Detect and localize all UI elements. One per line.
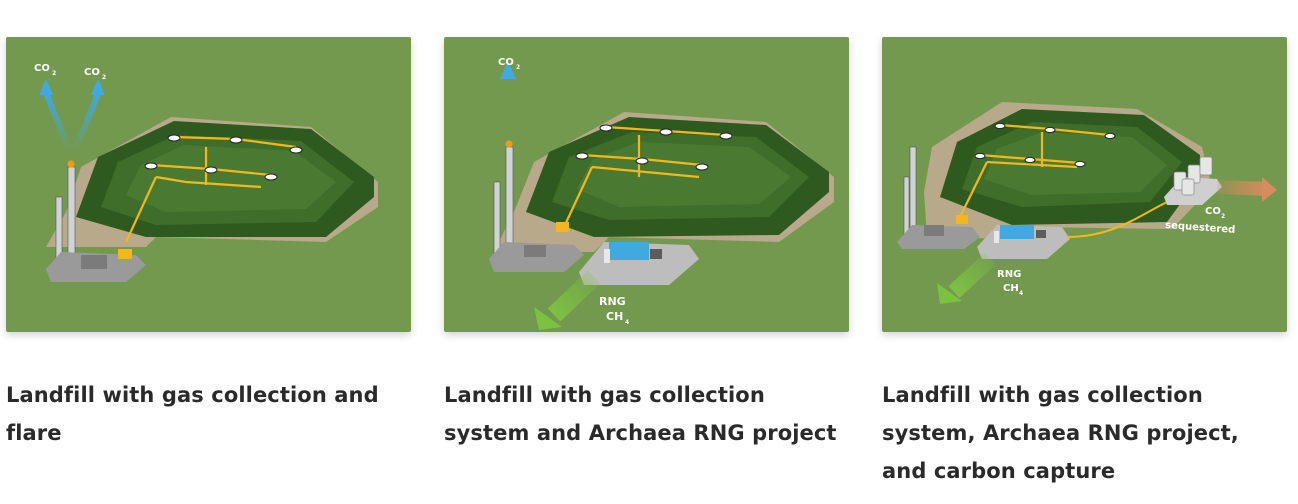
rng-tank-1 bbox=[994, 231, 999, 243]
card-caption: Landfill with gas collection system, Arc… bbox=[882, 383, 1239, 483]
landfill-top bbox=[126, 145, 336, 212]
co2-label-right: CO bbox=[84, 67, 100, 78]
card-row: CO 2 CO 2 Landfill with gas collection a… bbox=[6, 37, 1287, 490]
co2-label: CO bbox=[498, 57, 514, 68]
gas-wells bbox=[575, 124, 733, 171]
gas-wells bbox=[974, 122, 1116, 168]
sequestered-label: sequestered bbox=[1165, 220, 1236, 236]
rng-plant-building bbox=[609, 242, 649, 260]
illustration-rng: CO 2 RNG CH 4 bbox=[444, 37, 849, 332]
flare-flame bbox=[67, 160, 75, 168]
ch4-label: CH bbox=[606, 310, 623, 323]
card-carbon-capture: CO 2 sequestered RNG CH 4 Landfill with … bbox=[882, 37, 1287, 490]
card-caption: Landfill with gas collection and flare bbox=[6, 383, 379, 445]
sequestered-arrowhead bbox=[1262, 177, 1277, 202]
flare-flame bbox=[505, 140, 513, 148]
landfill-rng-diagram: CO 2 RNG CH 4 bbox=[489, 57, 834, 330]
co2-sub-right: 2 bbox=[102, 74, 106, 81]
co2-arrowhead bbox=[500, 61, 516, 79]
card-rng: CO 2 RNG CH 4 Landfill with gas collecti… bbox=[444, 37, 849, 490]
co2-label: CO bbox=[1205, 206, 1221, 217]
blower-unit bbox=[956, 215, 968, 224]
rng-tank-1 bbox=[604, 249, 610, 263]
co2-sub: 2 bbox=[516, 64, 520, 71]
gas-pipes bbox=[125, 135, 297, 243]
equipment-pad bbox=[897, 225, 980, 249]
rng-unit bbox=[1036, 230, 1046, 238]
flare-stack bbox=[505, 146, 514, 258]
equipment-box bbox=[924, 225, 944, 236]
illustration-flare: CO 2 CO 2 bbox=[6, 37, 411, 332]
co2-pipe bbox=[1066, 201, 1168, 238]
equipment-box bbox=[524, 245, 546, 257]
sequestered-arrow bbox=[1216, 180, 1268, 196]
landfill-flare-diagram: CO 2 CO 2 bbox=[34, 63, 378, 282]
ch4-label: CH bbox=[1003, 283, 1019, 294]
rng-plant-building bbox=[1000, 225, 1034, 239]
landfill-carbon-capture-diagram: CO 2 sequestered RNG CH 4 bbox=[897, 102, 1277, 304]
co2-label-left: CO bbox=[34, 63, 50, 74]
co2-arrowhead-left bbox=[39, 79, 53, 95]
co2-sub-left: 2 bbox=[52, 70, 56, 77]
illustration-carbon-capture: CO 2 sequestered RNG CH 4 bbox=[882, 37, 1287, 332]
rng-arrowhead bbox=[937, 283, 962, 304]
gas-wells bbox=[144, 134, 303, 181]
ch4-sub: 4 bbox=[625, 319, 629, 326]
equipment-box bbox=[81, 255, 107, 269]
co2-sub: 2 bbox=[1221, 213, 1225, 220]
card-caption: Landfill with gas collection system and … bbox=[444, 383, 837, 445]
co2-arrow-right bbox=[71, 91, 101, 154]
co2-arrowhead-right bbox=[91, 79, 105, 95]
rng-label: RNG bbox=[997, 269, 1021, 280]
card-flare: CO 2 CO 2 Landfill with gas collection a… bbox=[6, 37, 411, 490]
co2-storage-tanks bbox=[1173, 156, 1213, 196]
rng-unit bbox=[650, 249, 662, 259]
co2-arrow-left bbox=[43, 91, 72, 153]
ch4-sub: 4 bbox=[1019, 290, 1023, 297]
blower-unit bbox=[118, 249, 132, 259]
flare-stack bbox=[67, 166, 76, 263]
blower-unit bbox=[556, 222, 569, 232]
rng-arrowhead bbox=[534, 307, 562, 330]
rng-arrow bbox=[948, 253, 996, 298]
rng-label: RNG bbox=[599, 295, 626, 308]
rng-arrow bbox=[547, 270, 601, 322]
